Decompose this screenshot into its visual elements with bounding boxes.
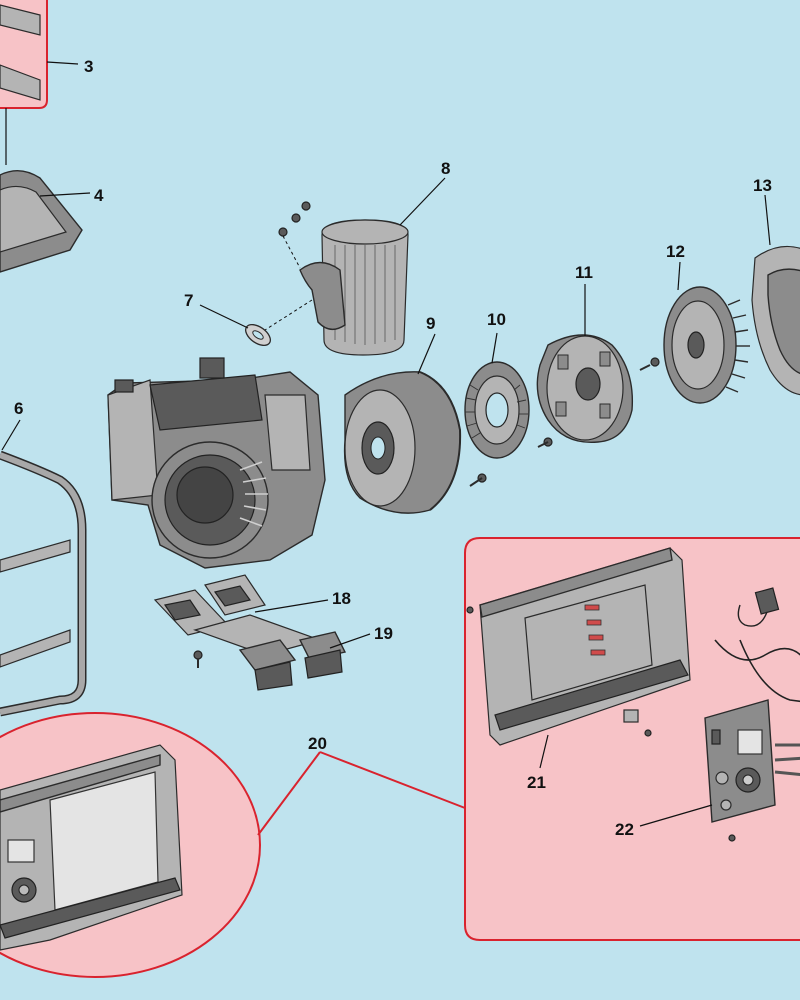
part-20-highlight-circle [0,712,321,978]
callout-10: 10 [487,310,506,329]
part-4-fuel-tank [0,170,91,273]
callout-12: 12 [666,242,685,261]
part-13-fan-cover [751,194,800,396]
engine-block [107,357,326,569]
callout-4: 4 [94,186,104,205]
part-21-panel-housing [466,547,691,769]
part-18-mount-bracket [153,574,329,668]
callout-20: 20 [308,734,327,753]
part-12-fan [639,261,750,404]
callout-18: 18 [332,589,351,608]
callout-13: 13 [753,176,772,195]
callout-3: 3 [84,57,93,76]
callout-9: 9 [426,314,435,333]
part-22-control-panel [639,587,800,842]
part-6-frame [0,419,87,717]
part-3-highlight-box [0,0,79,109]
part-10-stator [464,332,530,487]
callout-7: 7 [184,291,193,310]
part-19-rubber-feet [238,631,371,691]
callout-6: 6 [14,399,23,418]
callout-8: 8 [441,159,450,178]
callout-19: 19 [374,624,393,643]
part-7-gasket [199,304,272,347]
callout-22: 22 [615,820,634,839]
callout-11: 11 [575,263,593,282]
leader-20-right [319,751,466,809]
part-8-air-filter [264,177,446,356]
part-9-stator-housing [343,333,462,514]
callout-21: 21 [527,773,546,792]
part-11-rotor [536,284,634,448]
